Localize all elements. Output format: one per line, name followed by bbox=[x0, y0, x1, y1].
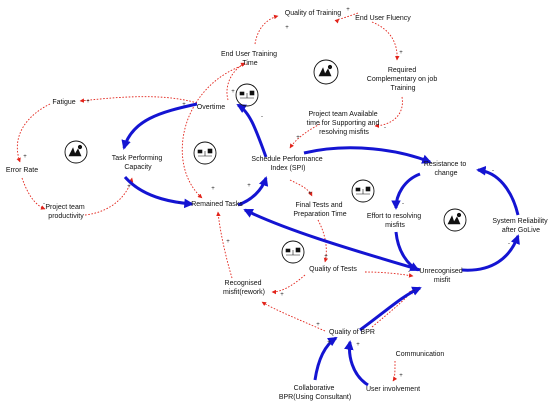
polarity-sign: + bbox=[399, 50, 403, 56]
polarity-sign: - bbox=[43, 201, 45, 207]
var-error-rate: Error Rate bbox=[6, 167, 38, 174]
polarity-sign: + bbox=[127, 184, 131, 190]
link-training-time-to-remained-tasks bbox=[181, 63, 248, 199]
polarity-sign: + bbox=[316, 322, 320, 328]
polarity-sign: - bbox=[492, 168, 494, 174]
polarity-sign: + bbox=[226, 239, 230, 245]
polarity-sign: + bbox=[296, 135, 300, 141]
polarity-sign: + bbox=[211, 186, 215, 192]
var-overtime: Overtime bbox=[197, 104, 226, 111]
var-fatigue: Fatigue bbox=[52, 99, 75, 106]
var-system-reliability: System Reliability after GoLive bbox=[492, 218, 549, 234]
link-overtime-to-capacity bbox=[121, 102, 198, 150]
var-project-team-productivity: Project team productivity bbox=[45, 204, 86, 220]
polarity-sign: - bbox=[413, 288, 415, 294]
polarity-sign: + bbox=[346, 7, 350, 13]
link-available-time-to-spi bbox=[289, 123, 321, 149]
var-remained-tasks: Remained Tasks bbox=[191, 201, 243, 208]
var-collaborative-bpr: Collaborative BPR(Using Consultant) bbox=[279, 385, 351, 401]
var-quality-of-tests: Quality of Tests bbox=[309, 266, 357, 273]
link-unrecognised-to-reliability bbox=[461, 234, 520, 272]
link-overtime-to-fatigue bbox=[79, 96, 198, 104]
link-training-time-to-quality-training bbox=[254, 14, 279, 45]
var-quality-of-training: Quality of Training bbox=[285, 10, 342, 17]
var-quality-of-bpr: Quality of BPR bbox=[329, 329, 375, 336]
link-fluency-to-required-training bbox=[371, 21, 400, 61]
link-quality-training-to-fluency bbox=[334, 12, 359, 24]
var-user-involvement: User involvement bbox=[366, 386, 420, 393]
link-user-involvement-to-quality-bpr bbox=[344, 340, 369, 387]
loop-marker-balancing-capacity bbox=[193, 141, 217, 165]
link-recognised-to-remained-tasks bbox=[216, 211, 233, 279]
polarity-sign: + bbox=[285, 25, 289, 31]
loop-marker-balancing-tests bbox=[281, 240, 305, 264]
link-fatigue-to-error-rate bbox=[16, 103, 51, 163]
link-quality-bpr-to-unrecognised-blue bbox=[359, 286, 422, 332]
var-unrecognised-misfit: Unrecognised misfit bbox=[419, 268, 464, 284]
var-resistance-to-change: Resistance to change bbox=[424, 161, 468, 177]
var-final-tests-preparation-time: Final Tests and Preparation Time bbox=[293, 202, 346, 218]
var-task-performing-capacity: Task Performing Capacity bbox=[112, 155, 165, 171]
polarity-sign: + bbox=[280, 292, 284, 298]
var-effort-to-resolving-misfits: Effort to resolving misfits bbox=[367, 213, 423, 229]
polarity-sign: - bbox=[261, 114, 263, 120]
link-spi-to-resistance bbox=[303, 146, 432, 164]
polarity-sign: + bbox=[327, 340, 331, 346]
loop-marker-balancing-resistance bbox=[351, 179, 375, 203]
polarity-sign: + bbox=[247, 183, 251, 189]
link-collaborative-to-quality-bpr bbox=[313, 336, 338, 381]
polarity-sign: - bbox=[508, 241, 510, 247]
link-remained-tasks-to-spi bbox=[237, 176, 269, 207]
link-unrecognised-to-remained-tasks bbox=[243, 208, 421, 272]
polarity-sign: + bbox=[23, 154, 27, 160]
link-error-rate-to-productivity bbox=[21, 177, 46, 210]
link-quality-tests-to-unrecognised bbox=[364, 271, 414, 278]
link-spi-to-overtime bbox=[236, 103, 268, 158]
loop-marker-reinforcing-fatigue bbox=[64, 140, 88, 164]
link-productivity-to-capacity bbox=[84, 177, 134, 216]
polarity-sign: + bbox=[399, 373, 403, 379]
polarity-sign: - bbox=[408, 269, 410, 275]
loop-marker-reinforcing-reliability bbox=[443, 208, 467, 232]
link-quality-bpr-to-recognised bbox=[261, 301, 326, 332]
polarity-sign: - bbox=[384, 125, 386, 131]
loop-marker-balancing-overtime bbox=[235, 83, 259, 107]
var-communication: Communication bbox=[396, 351, 445, 358]
var-end-user-training-time: End User Training Time bbox=[221, 51, 279, 67]
loop-marker-reinforcing-training bbox=[313, 59, 339, 85]
link-communication-to-user-involvement bbox=[392, 360, 398, 382]
var-required-complementary-training: Required Complementary on job Training bbox=[367, 67, 439, 92]
polarity-sign: + bbox=[356, 342, 360, 348]
link-capacity-to-remained-tasks bbox=[123, 175, 194, 209]
polarity-sign: - bbox=[402, 201, 404, 207]
polarity-sign: + bbox=[324, 254, 328, 260]
link-resistance-to-effort bbox=[391, 172, 421, 210]
link-quality-tests-to-recognised bbox=[271, 274, 306, 295]
polarity-sign: + bbox=[231, 89, 235, 95]
link-reliability-to-resistance bbox=[476, 165, 520, 216]
polarity-sign: - bbox=[178, 200, 180, 206]
var-recognised-misfit: Recognised misfit(rework) bbox=[223, 280, 265, 296]
var-end-user-fluency: End User Fluency bbox=[355, 15, 411, 22]
polarity-sign: + bbox=[308, 191, 312, 197]
link-overtime-to-training-time bbox=[226, 62, 246, 101]
link-required-training-to-available-time bbox=[374, 96, 403, 129]
polarity-sign: + bbox=[182, 102, 186, 108]
var-schedule-performance-index: Schedule Performance Index (SPI) bbox=[251, 156, 324, 172]
polarity-sign: + bbox=[86, 99, 90, 105]
var-project-team-available-time: Project team Available time for Supporti… bbox=[307, 111, 382, 136]
